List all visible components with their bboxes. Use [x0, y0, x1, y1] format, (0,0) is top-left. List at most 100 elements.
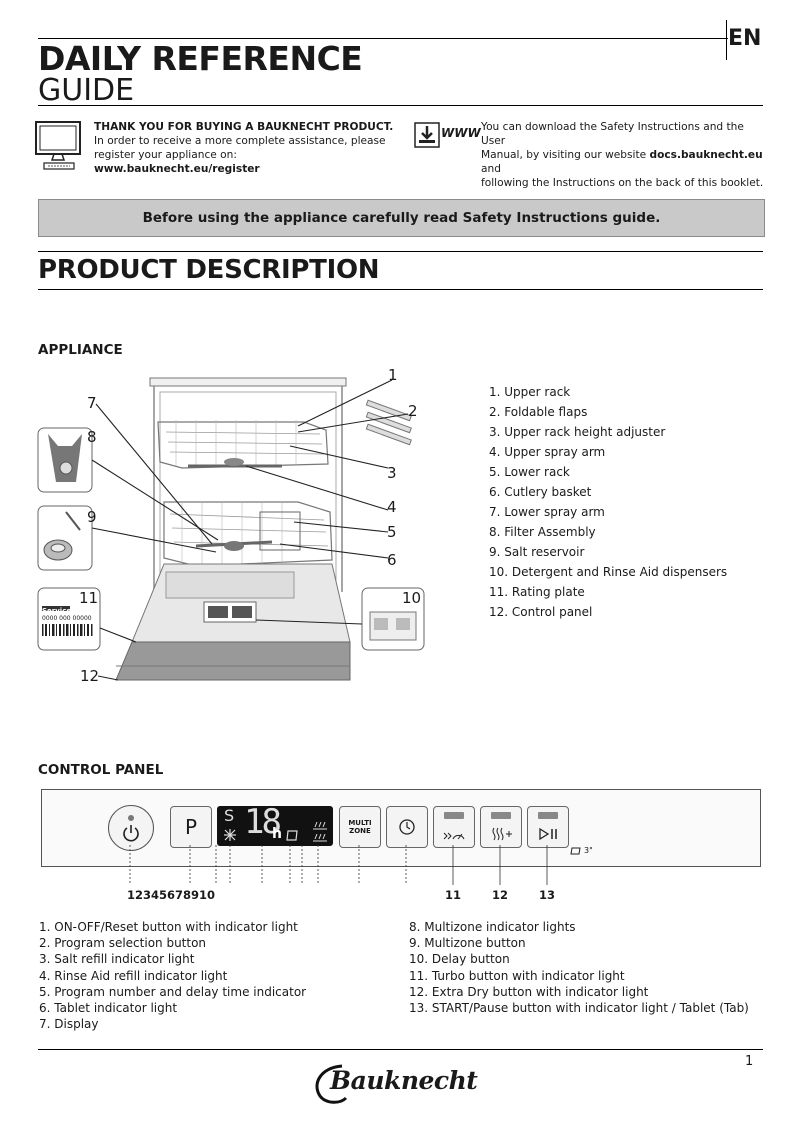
list-item: 7. Lower spray arm — [489, 505, 605, 519]
callout-11: 11 — [79, 589, 99, 607]
list-item: 4. Upper spray arm — [489, 445, 606, 459]
list-item: 9. Salt reservoir — [489, 545, 585, 559]
control-list-left: 1. ON-OFF/Reset button with indicator li… — [39, 919, 306, 1032]
callout-9: 9 — [87, 508, 97, 526]
list-item: 11. Rating plate — [489, 585, 585, 599]
list-item: 12. Control panel — [489, 605, 593, 619]
list-item: 6. Tablet indicator light — [39, 1000, 178, 1015]
multizone-lower-icon — [313, 833, 327, 842]
list-item: 1. ON-OFF/Reset button with indicator li… — [39, 920, 298, 934]
program-label: P — [184, 815, 198, 839]
callout-4: 4 — [387, 498, 397, 516]
lang-divider — [726, 20, 727, 60]
multizone-upper-icon — [313, 821, 327, 830]
www-label: WWW — [441, 126, 481, 140]
panel-number-11: 11 — [445, 888, 462, 902]
list-item: 9. Multizone button — [409, 936, 526, 951]
download-icon — [414, 122, 440, 148]
download-line1: You can download the Safety Instructions… — [481, 121, 744, 147]
bauknecht-logo: Bauknecht — [312, 1062, 490, 1106]
tablet-icon — [286, 830, 298, 841]
tablet-tab-icon — [570, 847, 581, 855]
callout-6: 6 — [387, 551, 397, 569]
rating-plate-code: 0000 000 00000 — [42, 615, 92, 622]
register-text: register your appliance on: — [94, 149, 237, 161]
page-title: DAILY REFERENCE — [38, 39, 363, 78]
list-item: 5. Program number and delay time indicat… — [39, 984, 307, 999]
extra-dry-button[interactable] — [480, 806, 522, 848]
section-title: PRODUCT DESCRIPTION — [38, 255, 380, 285]
start-indicator-light — [538, 812, 558, 819]
extra-dry-indicator-light — [491, 812, 511, 819]
appliance-heading: APPLIANCE — [38, 342, 123, 358]
list-item: 11. Turbo button with indicator light — [409, 968, 625, 983]
list-item: 7. Display — [39, 1017, 99, 1032]
page-subtitle: GUIDE — [38, 73, 135, 108]
list-item: 3. Upper rack height adjuster — [489, 425, 666, 439]
callout-1: 1 — [388, 366, 398, 384]
control-panel-heading: CONTROL PANEL — [38, 762, 164, 778]
multizone-button[interactable]: MULTI ZONE — [339, 806, 381, 848]
list-item: 12. Extra Dry button with indicator ligh… — [409, 984, 649, 999]
list-item: 4. Rinse Aid refill indicator light — [39, 968, 228, 983]
callout-5: 5 — [387, 523, 397, 541]
safety-banner: Before using the appliance carefully rea… — [38, 199, 765, 237]
control-list-right: 8. Multizone indicator lights 9. Multizo… — [409, 919, 749, 1016]
list-item: 10. Detergent and Rinse Aid dispensers — [489, 565, 728, 579]
panel-number-13: 13 — [539, 888, 556, 902]
display-panel: S 18 h — [217, 802, 333, 846]
program-button[interactable]: P — [170, 806, 212, 848]
panel-leader-lines — [129, 845, 548, 885]
panel-number-12: 12 — [492, 888, 509, 902]
intro-registration: THANK YOU FOR BUYING A BAUKNECHT PRODUCT… — [94, 120, 404, 176]
list-item: 6. Cutlery basket — [489, 485, 592, 499]
register-link[interactable]: www.bauknecht.eu/register — [94, 163, 260, 175]
power-icon — [123, 825, 139, 842]
rinse-aid-icon — [224, 829, 236, 841]
delay-button[interactable] — [386, 806, 428, 848]
download-line2-post: and — [481, 163, 501, 175]
footer-rule — [38, 1049, 763, 1050]
docs-link[interactable]: docs.bauknecht.eu — [649, 149, 763, 161]
download-line3: following the Instructions on the back o… — [481, 177, 764, 189]
multizone-label: MULTI ZONE — [348, 819, 372, 835]
turbo-button[interactable] — [433, 806, 475, 848]
callout-12: 12 — [80, 667, 100, 685]
list-item: 13. START/Pause button with indicator li… — [409, 1000, 749, 1015]
section-bottom-rule — [38, 289, 763, 290]
display-hour-unit: h — [272, 826, 282, 842]
list-item: 2. Foldable flaps — [489, 405, 588, 419]
start-pause-button[interactable] — [527, 806, 569, 848]
list-item: 10. Delay button — [409, 952, 510, 967]
power-button[interactable] — [108, 805, 154, 851]
turbo-indicator-light — [444, 812, 464, 819]
download-line2: Manual, by visiting our website — [481, 149, 650, 161]
intro-download: You can download the Safety Instructions… — [481, 120, 771, 190]
computer-icon — [35, 121, 81, 170]
brand-name: Bauknecht — [330, 1066, 478, 1095]
rating-plate-label: Service: — [42, 607, 74, 615]
callout-2: 2 — [408, 402, 418, 420]
assistance-text: In order to receive a more complete assi… — [94, 135, 386, 147]
display-digits: 18 — [244, 802, 282, 842]
panel-numbers-1-10: 12345678910 — [127, 888, 216, 902]
list-item: 3. Salt refill indicator light — [39, 952, 195, 967]
page-number: 1 — [745, 1054, 754, 1069]
title-rule — [38, 105, 763, 106]
callout-3: 3 — [387, 464, 397, 482]
callout-8: 8 — [87, 428, 97, 446]
play-pause-icon — [539, 827, 557, 841]
logo-swoosh-icon — [315, 1064, 348, 1104]
extra-dry-icon — [492, 827, 512, 841]
power-indicator-light — [128, 815, 134, 821]
language-code: EN — [728, 26, 762, 51]
turbo-icon — [443, 832, 465, 840]
appliance-parts-list: 1. Upper rack 2. Foldable flaps 3. Upper… — [489, 385, 727, 625]
list-item: 1. Upper rack — [489, 385, 571, 399]
list-item: 5. Lower rack — [489, 465, 570, 479]
dishwasher-illustration — [37, 377, 425, 681]
callout-7: 7 — [87, 394, 97, 412]
thank-you-text: THANK YOU FOR BUYING A BAUKNECHT PRODUCT… — [94, 121, 394, 133]
display-salt-indicator: S — [224, 806, 235, 825]
list-item: 2. Program selection button — [39, 936, 207, 951]
